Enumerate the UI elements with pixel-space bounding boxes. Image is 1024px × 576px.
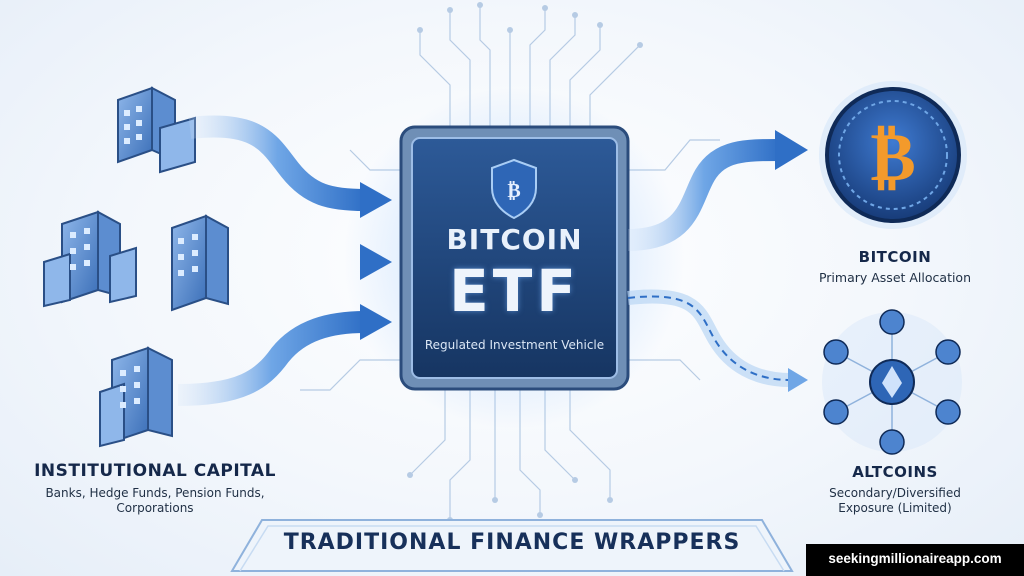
altcoin-network-icon bbox=[822, 309, 962, 455]
svg-text:₿: ₿ bbox=[507, 178, 520, 202]
arrow-icon bbox=[188, 115, 392, 218]
banner-title: TRADITIONAL FINANCE WRAPPERS bbox=[283, 530, 741, 555]
arrow-icon bbox=[627, 289, 808, 392]
building-icon bbox=[171, 214, 229, 312]
altcoins-subtitle: Secondary/Diversified Exposure (Limited) bbox=[829, 486, 961, 515]
shield-icon: ₿ bbox=[491, 158, 537, 220]
etf-title-line2: ETF bbox=[449, 257, 580, 325]
arrow-icon bbox=[627, 130, 808, 251]
watermark: seekingmillionaireapp.com bbox=[806, 544, 1024, 576]
watermark-text: seekingmillionaireapp.com bbox=[828, 551, 1002, 566]
svg-text:₿: ₿ bbox=[870, 118, 915, 197]
bitcoin-title: BITCOIN bbox=[858, 248, 932, 266]
arrow-icon bbox=[232, 244, 392, 280]
institutional-title: INSTITUTIONAL CAPITAL bbox=[34, 461, 276, 481]
etf-title-line1: BITCOIN bbox=[446, 223, 583, 256]
banner-frame bbox=[230, 519, 794, 572]
building-icon bbox=[99, 346, 173, 448]
building-icon bbox=[43, 210, 137, 308]
altcoins-title: ALTCOINS bbox=[852, 463, 938, 481]
bitcoin-coin-icon: ₿ bbox=[819, 81, 967, 229]
banner: TRADITIONAL FINANCE WRAPPERS bbox=[232, 515, 792, 571]
bitcoin-subtitle: Primary Asset Allocation bbox=[818, 270, 972, 285]
etf-box bbox=[399, 125, 630, 391]
institutional-subtitle: Banks, Hedge Funds, Pension Funds, Corpo… bbox=[45, 486, 265, 515]
etf-subtitle: Regulated Investment Vehicle bbox=[424, 338, 605, 352]
building-icon bbox=[117, 86, 196, 174]
arrow-icon bbox=[177, 304, 392, 406]
etf-label-group: BITCOIN ETF Regulated Investment Vehicle bbox=[401, 127, 628, 389]
